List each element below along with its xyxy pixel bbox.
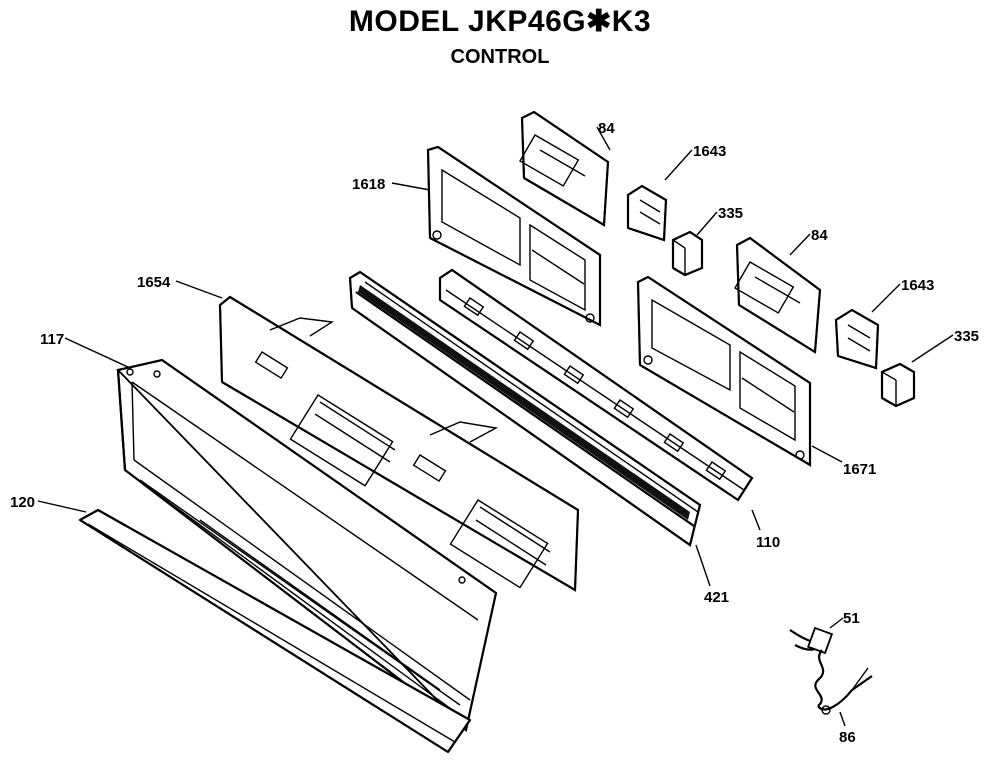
label-86: 86: [839, 729, 856, 746]
part-1643-relay-upper: [626, 184, 668, 242]
model-title: MODEL JKP46G✱K3: [348, 5, 652, 38]
part-117-front-frame: [116, 358, 498, 732]
label-1671: 1671: [843, 461, 876, 478]
label-117: 117: [40, 331, 64, 348]
label-1643: 1643: [901, 277, 934, 294]
label-1654: 1654: [137, 274, 171, 291]
label-1618: 1618: [352, 176, 385, 193]
section-subtitle: CONTROL: [450, 46, 550, 68]
label-110: 110: [756, 534, 780, 551]
label-51: 51: [843, 610, 860, 627]
part-1671-bracket: [636, 275, 812, 467]
part-84-transformer-lower: [734, 236, 822, 354]
part-335-block-lower: [880, 362, 916, 408]
part-1643-relay-lower: [834, 308, 880, 370]
label-84: 84: [811, 227, 828, 244]
part-1618-bracket: [426, 145, 602, 327]
part-1654-control-panel: [218, 295, 580, 592]
part-84-transformer-upper: [519, 110, 610, 227]
label-84: 84: [598, 120, 615, 137]
part-120-trim-strip: [78, 508, 472, 754]
part-335-block-upper: [671, 230, 704, 277]
part-110-relay-board: [438, 268, 754, 502]
label-120: 120: [10, 494, 35, 511]
label-335: 335: [718, 205, 743, 222]
label-421: 421: [704, 589, 729, 606]
label-335: 335: [954, 328, 979, 345]
part-51-86-harness: [789, 626, 873, 715]
leader-lines: [37, 126, 954, 727]
label-1643: 1643: [693, 143, 726, 160]
part-421-circuit-board: [348, 270, 702, 547]
